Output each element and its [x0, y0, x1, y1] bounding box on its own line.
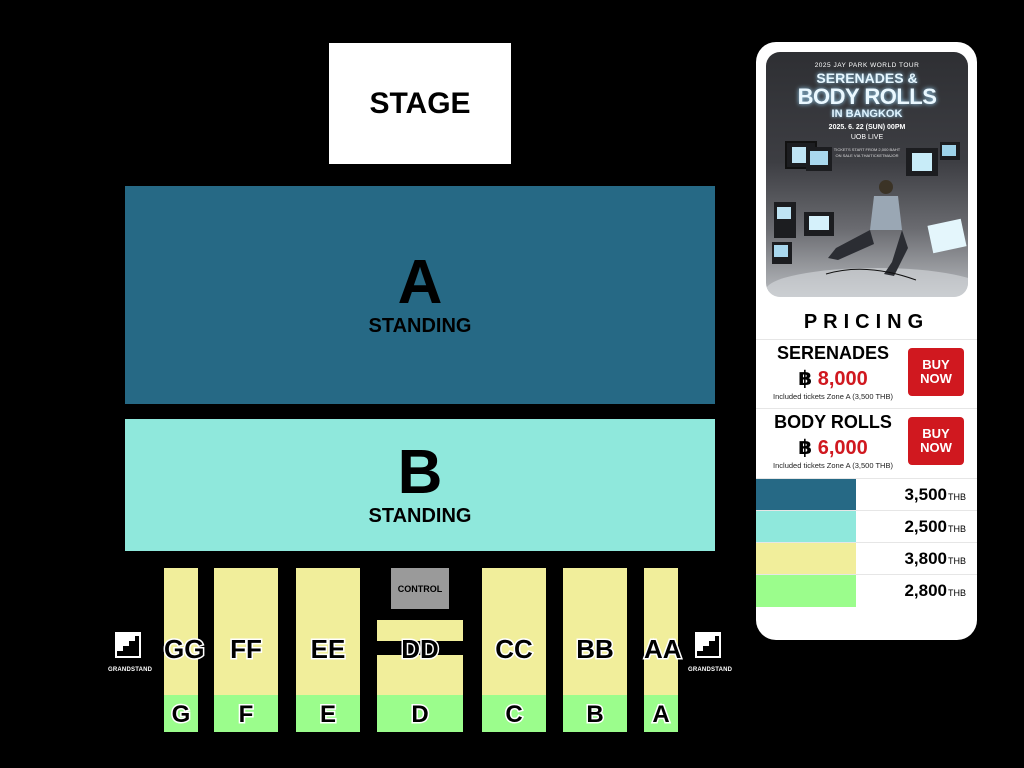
block-upper-label: FF — [229, 633, 264, 666]
block-ff-f[interactable]: FF F — [214, 568, 278, 732]
legend-row-yellow: 3,800THB — [756, 542, 977, 575]
buy-label-2: NOW — [920, 371, 952, 386]
legend-amount: 2,800 — [904, 581, 947, 600]
buy-now-button[interactable]: BUY NOW — [908, 348, 964, 396]
poster-tour: 2025 JAY PARK WORLD TOUR — [814, 62, 920, 69]
poster-title-2: BODY ROLLS — [797, 84, 937, 109]
block-lower-label: F — [237, 700, 255, 730]
poster-venue: UOB LIVE — [850, 134, 884, 141]
package-name: BODY ROLLS — [774, 412, 892, 432]
block-upper-label: CC — [494, 633, 535, 666]
zone-b-letter: B — [397, 438, 443, 507]
grandstand-right-label: GRANDSTAND — [688, 667, 733, 673]
block-upper-label: AA — [643, 633, 684, 666]
legend-swatch — [756, 479, 856, 511]
block-lower-label: B — [585, 700, 605, 730]
legend-amount: 3,500 — [904, 485, 947, 504]
stairs-icon — [115, 632, 141, 658]
block-lower-label: D — [410, 700, 430, 730]
block-aa-a[interactable]: AA A — [643, 568, 684, 732]
zone-a-label: STANDING — [368, 315, 472, 337]
zone-b-standing[interactable]: B STANDING — [125, 419, 715, 551]
legend-unit: THB — [948, 556, 966, 566]
package-price: ฿ 8,000 — [762, 366, 904, 391]
block-cc-c[interactable]: CC C — [482, 568, 546, 732]
legend-amount: 3,800 — [904, 549, 947, 568]
legend-swatch — [756, 511, 856, 543]
package-serenades: SERENADES ฿ 8,000 Included tickets Zone … — [756, 339, 977, 408]
tour-poster: 2025 JAY PARK WORLD TOUR SERENADES & BOD… — [766, 52, 968, 297]
package-price: ฿ 6,000 — [762, 435, 904, 460]
buy-now-button[interactable]: BUY NOW — [908, 417, 964, 465]
currency-symbol: ฿ — [798, 437, 813, 459]
buy-label-1: BUY — [922, 357, 950, 372]
zone-a-letter: A — [397, 248, 443, 317]
poster-date: 2025. 6. 22 (SUN) 00PM — [828, 124, 906, 131]
legend-swatch — [756, 543, 856, 575]
pricing-title: PRICING — [803, 311, 930, 333]
block-upper-label: DD — [400, 633, 441, 666]
poster-small-1: TICKETS START FROM 2,000 BAHT — [833, 147, 901, 152]
block-lower-label: E — [318, 700, 337, 730]
grandstand-left-label: GRANDSTAND — [108, 667, 153, 673]
currency-symbol: ฿ — [798, 368, 813, 390]
poster-city: IN BANGKOK — [831, 108, 903, 120]
poster-artwork — [766, 141, 968, 297]
legend-row-zone-a: 3,500THB — [756, 478, 977, 511]
legend-unit: THB — [948, 492, 966, 502]
block-bb-b[interactable]: BB B — [563, 568, 627, 732]
legend-price: 2,500THB — [862, 517, 966, 537]
legend-unit: THB — [948, 524, 966, 534]
buy-label-2: NOW — [920, 440, 952, 455]
block-upper-label: BB — [575, 633, 616, 666]
poster-title-1: SERENADES & — [816, 70, 918, 86]
block-dd-d[interactable]: DD D — [377, 620, 463, 732]
buy-label-1: BUY — [922, 426, 950, 441]
poster-small-2: ON SALE VIA THAITICKETMAJOR — [835, 153, 899, 158]
pricing-panel: 2025 JAY PARK WORLD TOUR SERENADES & BOD… — [756, 42, 977, 640]
legend-row-zone-b: 2,500THB — [756, 510, 977, 543]
zone-a-standing[interactable]: A STANDING — [125, 186, 715, 404]
package-note: Included tickets Zone A (3,500 THB) — [773, 461, 893, 470]
grandstand-right: GRANDSTAND — [688, 632, 733, 673]
block-upper-label: GG — [163, 633, 206, 666]
legend-row-green: 2,800THB — [756, 574, 977, 607]
package-name: SERENADES — [776, 343, 890, 363]
block-gg-g[interactable]: GG G — [163, 568, 206, 732]
legend-price: 3,800THB — [862, 549, 966, 569]
block-lower-label: A — [651, 700, 671, 730]
grandstand-left: GRANDSTAND — [108, 632, 153, 673]
zone-b-label: STANDING — [368, 505, 472, 527]
package-note: Included tickets Zone A (3,500 THB) — [773, 392, 893, 401]
stage: STAGE — [329, 43, 511, 164]
package-body-rolls: BODY ROLLS ฿ 6,000 Included tickets Zone… — [756, 408, 977, 477]
legend-price: 3,500THB — [862, 485, 966, 505]
block-ee-e[interactable]: EE E — [296, 568, 360, 732]
package-amount: 8,000 — [817, 368, 868, 390]
block-lower-label: C — [504, 700, 524, 730]
stairs-icon — [695, 632, 721, 658]
control-label: CONTROL — [397, 583, 443, 594]
legend-price: 2,800THB — [862, 581, 966, 601]
package-amount: 6,000 — [817, 437, 868, 459]
block-lower-label: G — [170, 700, 192, 730]
control-booth: CONTROL — [391, 568, 449, 609]
block-upper-label: EE — [309, 633, 347, 666]
stage-label: STAGE — [369, 86, 471, 120]
legend-swatch — [756, 575, 856, 607]
legend-amount: 2,500 — [904, 517, 947, 536]
legend-unit: THB — [948, 588, 966, 598]
